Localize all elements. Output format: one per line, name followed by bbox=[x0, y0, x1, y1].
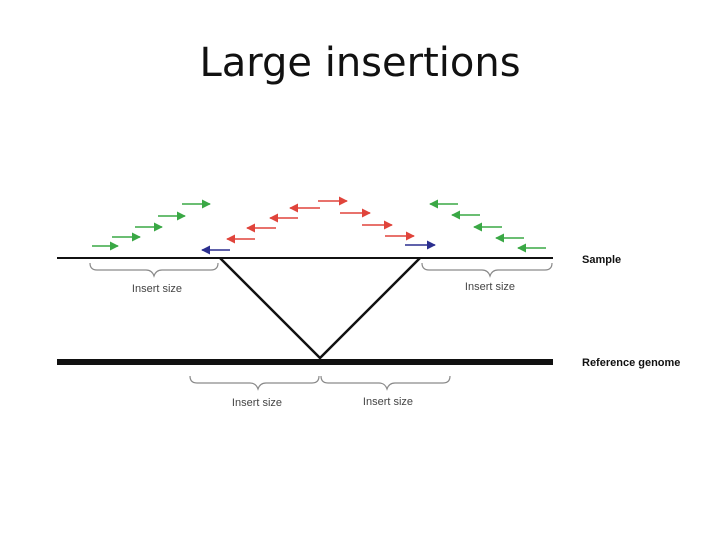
insert-size-label: Insert size bbox=[465, 281, 515, 293]
brace-reference-left bbox=[189, 375, 320, 391]
green-reverse-reads bbox=[429, 199, 546, 253]
insert-size-label: Insert size bbox=[132, 283, 182, 295]
insert-size-label: Insert size bbox=[232, 397, 282, 409]
brace-sample-left bbox=[89, 262, 219, 278]
blue-reads bbox=[201, 240, 436, 255]
brace-reference-right bbox=[320, 375, 451, 391]
red-forward-reads bbox=[318, 196, 415, 241]
slide-title: Large insertions bbox=[199, 40, 521, 86]
red-reverse-reads bbox=[226, 203, 320, 244]
brace-sample-right bbox=[421, 262, 553, 278]
green-forward-reads bbox=[92, 199, 211, 251]
insertion-v bbox=[219, 257, 421, 360]
reference-genome-label: Reference genome bbox=[582, 357, 680, 369]
sample-label: Sample bbox=[582, 254, 621, 266]
insert-size-label: Insert size bbox=[363, 396, 413, 408]
